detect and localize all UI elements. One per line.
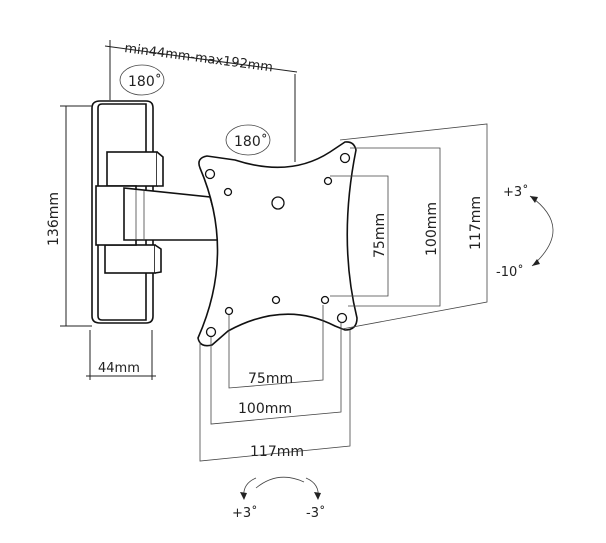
vesa-75-h-label: 75mm <box>248 371 293 387</box>
level-adjust-indicator: +3˚ -3˚ <box>232 476 325 521</box>
tilt-indicator: +3˚ -10˚ <box>496 184 554 280</box>
tilt-up-label: +3˚ <box>503 184 529 200</box>
arrow-down-icon <box>532 259 540 266</box>
arm-range-label: min44mm-max192mm <box>123 41 273 75</box>
arrow-right-icon <box>314 492 321 500</box>
depth-dimension: 44mm <box>86 330 156 380</box>
level-left-label: +3˚ <box>232 505 258 521</box>
vesa-117-v-label: 117mm <box>468 196 484 250</box>
swing-arm <box>123 187 224 241</box>
height-label: 136mm <box>46 192 62 246</box>
vesa-vertical-dimensions: 75mm 100mm 117mm <box>330 123 488 330</box>
wall-swivel-indicator: 180˚ <box>119 64 165 96</box>
vesa-plate <box>197 141 358 347</box>
height-dimension: 136mm <box>46 105 92 327</box>
vesa-117-h-label: 117mm <box>250 444 304 460</box>
level-right-label: -3˚ <box>306 505 325 521</box>
plate-swivel-label: 180˚ <box>234 133 268 150</box>
wall-swivel-label: 180˚ <box>128 73 162 90</box>
tilt-down-label: -10˚ <box>496 264 524 280</box>
arrow-up-icon <box>530 196 538 203</box>
plate-swivel-indicator: 180˚ <box>225 124 271 156</box>
depth-label: 44mm <box>98 361 140 376</box>
arrow-left-icon <box>240 492 247 500</box>
vesa-100-h-label: 100mm <box>238 401 292 417</box>
vesa-100-v-label: 100mm <box>424 202 440 256</box>
vesa-75-v-label: 75mm <box>372 213 388 258</box>
vesa-horizontal-dimensions: 75mm 100mm 117mm <box>199 305 351 462</box>
